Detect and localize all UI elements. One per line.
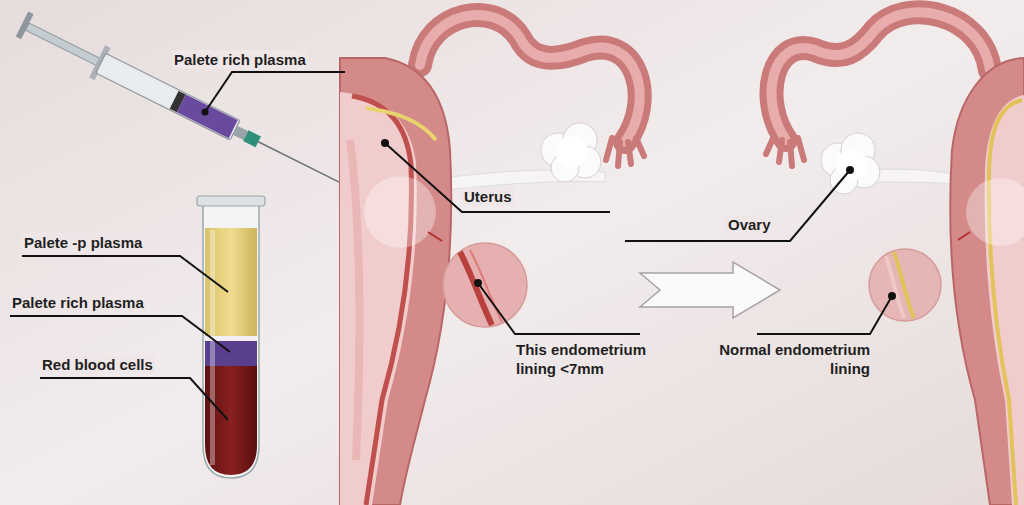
uterus-illustration [766,136,804,166]
syringe [177,94,238,138]
uterus-illustration [443,243,527,327]
test-tube [197,196,265,206]
uterus-illustration [989,100,1022,505]
uterus-illustration [606,138,644,166]
ovary [821,133,880,194]
uterus-illustration [766,12,1024,505]
leader-line [10,316,230,352]
part-label: This endometrium lining <7mm [514,340,664,378]
process-arrow [640,262,780,318]
part-label-holder: Uterus [462,187,514,206]
uterus-illustration [470,250,502,322]
leader-line [205,72,345,112]
uterus-illustration [340,15,644,505]
part-label-holder: Palete rich plasma [172,50,308,69]
part-label-holder: Palete -p plasma [22,233,144,252]
part-label: Red blood cells [40,355,155,374]
part-label: Palete -p plasma [22,233,144,252]
leader-line [757,296,892,334]
uterus-illustration [428,232,442,241]
syringe [26,23,101,66]
uterus-illustration [366,108,436,140]
leader-line [625,170,850,241]
ovary [836,149,868,181]
uterus-illustration [350,140,359,460]
test-tube [203,205,259,478]
leader-dot [474,279,482,287]
uterus-illustration [420,15,640,142]
leader-dot [202,109,209,116]
syringe [14,8,352,201]
part-label-holder: Red blood cells [40,355,155,374]
leader-line [40,378,228,420]
leader-line [22,256,228,292]
ovary [541,123,601,182]
part-label-holder: Palete rich plasma [10,293,146,312]
uterus-illustration [966,178,1024,246]
uterus-illustration [958,232,970,240]
uterus-illustration [894,252,914,318]
uterus-illustration [870,169,955,184]
test-tube [210,230,215,465]
syringe [243,130,261,147]
part-label: Ovary [726,215,773,234]
part-label: Palete rich plasma [10,293,146,312]
part-label-holder: Normal endometrium lining [688,340,872,378]
part-label-holder: This endometrium lining <7mm [514,340,664,378]
uterus-illustration [950,58,1024,505]
test-tube [197,196,265,478]
leader-line [385,143,610,212]
leader-dot [381,139,389,147]
part-label-holder: Ovary [726,215,773,234]
uterus-illustration [420,15,640,142]
ovary [556,136,588,168]
uterus-illustration [364,176,436,248]
uterus-illustration [886,256,904,318]
uterus-illustration [340,58,451,505]
part-label: Normal endometrium lining [688,340,872,378]
leader-dot [202,109,897,301]
leader-dot [846,166,854,174]
uterus-illustration [869,249,941,321]
leader-line [10,72,892,420]
uterus-illustration [985,95,1024,505]
part-label: Palete rich plasma [172,50,308,69]
uterus-illustration [340,92,417,505]
syringe [258,142,344,185]
leader-line [478,283,640,334]
leader-dot [888,292,896,300]
part-label: Uterus [462,187,514,206]
